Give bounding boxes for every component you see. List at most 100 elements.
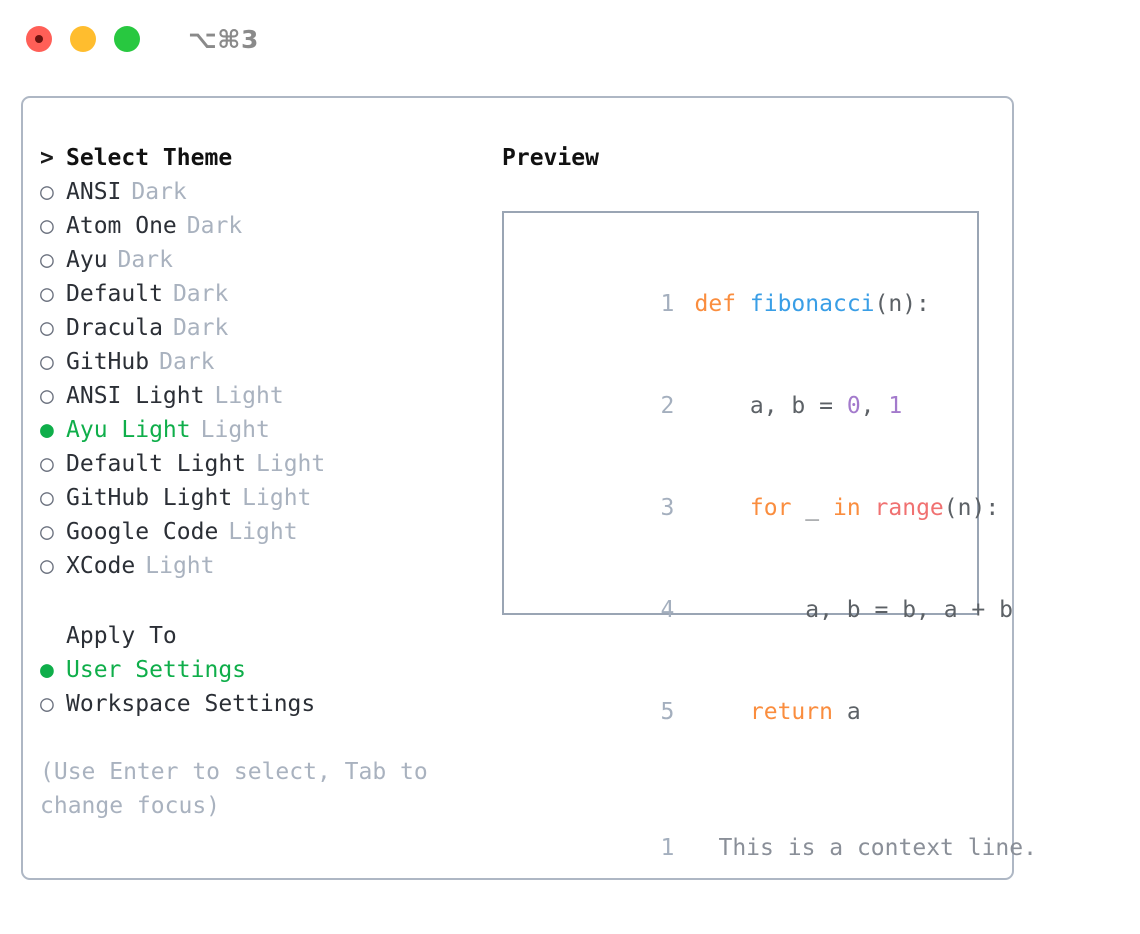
theme-variant-badge: Light	[200, 417, 270, 443]
preview-divider-space	[522, 763, 977, 797]
code-line-2: 2 a, b = 0, 1	[522, 355, 977, 457]
code-line-4: 4 a, b = b, a + b	[522, 559, 1013, 661]
theme-item-atom-one[interactable]: ○ Atom One Dark	[40, 209, 480, 243]
apply-to-user-settings[interactable]: ● User Settings	[40, 653, 480, 687]
token-space	[861, 495, 875, 521]
line-number: 4	[660, 597, 675, 623]
window-titlebar: ⌥⌘3	[0, 0, 1140, 78]
radio-unselected-icon[interactable]: ○	[40, 281, 54, 307]
token-assignment: a, b =	[694, 393, 847, 419]
close-button-icon[interactable]	[26, 26, 52, 52]
code-line-3: 3 for _ in range(n):	[522, 457, 999, 559]
theme-item-default[interactable]: ○ Default Dark	[40, 277, 480, 311]
diff-text: This is a context line.	[718, 835, 1037, 861]
radio-unselected-icon[interactable]: ○	[40, 691, 54, 717]
theme-picker-panel: > Select Theme ○ ANSI Dark ○ Atom One Da…	[21, 96, 1037, 880]
theme-variant-badge: Light	[145, 553, 215, 579]
theme-variant-badge: Light	[242, 485, 312, 511]
theme-variant-badge: Dark	[172, 315, 229, 341]
theme-variant-badge: Dark	[117, 247, 173, 273]
theme-item-dracula[interactable]: ○ Dracula Dark	[40, 311, 480, 345]
token-swap-expression: a, b = b, a + b	[694, 597, 1013, 623]
theme-item-github-light[interactable]: ○ GitHub Light Light	[40, 481, 480, 515]
theme-variant-badge: Dark	[186, 213, 243, 239]
token-comma: ,	[860, 393, 889, 419]
theme-name: Default Light	[66, 451, 247, 477]
theme-name: XCode	[66, 553, 136, 579]
diff-line-deleted: 2-This line was deleted.	[522, 899, 977, 934]
maximize-button-icon[interactable]	[114, 26, 140, 52]
theme-item-xcode[interactable]: ○ XCode Light	[40, 549, 480, 583]
keyboard-hint-text: (Use Enter to select, Tab to change focu…	[40, 759, 428, 819]
theme-variant-badge: Light	[228, 519, 298, 545]
code-line-1: 1 def fibonacci(n):	[522, 253, 977, 355]
apply-to-heading: o Apply To	[40, 619, 480, 653]
preview-title: Preview	[502, 145, 599, 171]
keyboard-shortcut-label: ⌥⌘3	[188, 24, 259, 54]
token-function-name: fibonacci	[749, 291, 875, 317]
apply-to-option-label: Workspace Settings	[66, 691, 316, 717]
theme-name: Ayu	[66, 247, 108, 273]
apply-to-workspace-settings[interactable]: ○ Workspace Settings	[40, 687, 480, 721]
radio-unselected-icon[interactable]: ○	[40, 213, 54, 239]
theme-name: GitHub	[66, 349, 150, 375]
theme-item-ansi[interactable]: ○ ANSI Dark	[40, 175, 480, 209]
select-theme-header: > Select Theme	[40, 141, 480, 175]
diff-line-context: 1 This is a context line.	[522, 797, 1037, 899]
token-return-value: a	[832, 699, 861, 725]
theme-variant-badge: Dark	[131, 179, 187, 205]
radio-unselected-icon[interactable]: ○	[40, 315, 54, 341]
theme-list-column: > Select Theme ○ ANSI Dark ○ Atom One Da…	[40, 141, 480, 823]
line-number: 5	[660, 699, 675, 725]
theme-item-ayu-light-selected[interactable]: ● Ayu Light Light	[40, 413, 480, 447]
token-keyword-in: in	[832, 495, 861, 521]
line-number: 2	[660, 393, 675, 419]
radio-selected-icon[interactable]: ●	[40, 657, 54, 683]
theme-variant-badge: Dark	[172, 281, 229, 307]
radio-unselected-icon[interactable]: ○	[40, 383, 54, 409]
token-params: (n):	[874, 291, 930, 317]
apply-to-label: Apply To	[66, 623, 177, 649]
token-indent	[694, 699, 749, 725]
radio-unselected-icon[interactable]: ○	[40, 247, 54, 273]
spacer-icon: o	[40, 619, 66, 653]
token-keyword-for: for	[749, 495, 792, 521]
theme-item-ansi-light[interactable]: ○ ANSI Light Light	[40, 379, 480, 413]
radio-unselected-icon[interactable]: ○	[40, 553, 54, 579]
radio-selected-icon[interactable]: ●	[40, 417, 54, 443]
token-builtin-range: range	[874, 495, 944, 521]
theme-item-ayu[interactable]: ○ Ayu Dark	[40, 243, 480, 277]
theme-item-github[interactable]: ○ GitHub Dark	[40, 345, 480, 379]
token-keyword-def: def	[694, 291, 737, 317]
token-underscore: _	[791, 495, 833, 521]
theme-name: Dracula	[66, 315, 163, 341]
token-number-zero: 0	[846, 393, 861, 419]
line-number: 1	[660, 291, 675, 317]
radio-unselected-icon[interactable]: ○	[40, 451, 54, 477]
token-keyword-return: return	[749, 699, 833, 725]
theme-item-default-light[interactable]: ○ Default Light Light	[40, 447, 480, 481]
code-line-5: 5 return a	[522, 661, 977, 763]
radio-unselected-icon[interactable]: ○	[40, 349, 54, 375]
token-space	[736, 291, 750, 317]
token-range-args: (n):	[943, 495, 1000, 521]
radio-unselected-icon[interactable]: ○	[40, 179, 54, 205]
minimize-button-icon[interactable]	[70, 26, 96, 52]
theme-item-google-code[interactable]: ○ Google Code Light	[40, 515, 480, 549]
theme-name: Ayu Light	[66, 417, 191, 443]
radio-unselected-icon[interactable]: ○	[40, 519, 54, 545]
traffic-light-buttons	[26, 26, 140, 52]
theme-name: ANSI Light	[66, 383, 205, 409]
theme-variant-badge: Dark	[159, 349, 215, 375]
theme-name: Default	[66, 281, 163, 307]
caret-icon: >	[40, 145, 54, 171]
theme-name: ANSI	[66, 179, 122, 205]
theme-name: GitHub Light	[66, 485, 233, 511]
line-number: 3	[660, 495, 675, 521]
token-number-one: 1	[888, 393, 903, 419]
theme-variant-badge: Light	[256, 451, 326, 477]
theme-name: Google Code	[66, 519, 219, 545]
radio-unselected-icon[interactable]: ○	[40, 485, 54, 511]
